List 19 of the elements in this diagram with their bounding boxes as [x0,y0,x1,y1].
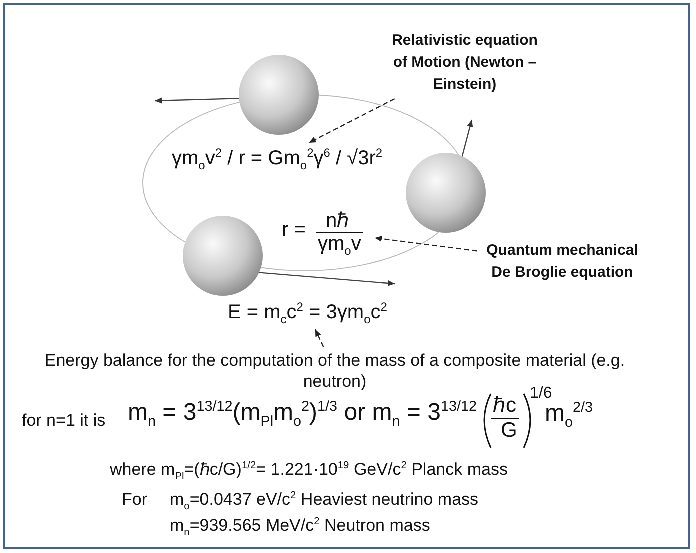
equation: γm$_{o}$v$^{2}$ / r = Gm$_{o}$$^{2}$γ$^{6}$ / √3r$^{2}$ [172,146,383,173]
annotation-text: Relativistic equation of Motion (Newton – Einstein) [385,30,545,96]
fraction-denominator: γm$_{o}$v [316,232,364,258]
exponent: 1/6 [530,385,552,403]
leader-arrow [374,236,478,252]
formula-text: for n=1 it is [22,411,106,431]
fraction-denominator: G [501,419,518,443]
formula-text: where m$_{Pl}$=(ℏc/G)$^{1/2}$= 1.221·10$^{19}$ GeV/c$^{2}$ Planck mass [110,459,508,482]
formula-text: m$_{n}$=939.565 MeV/c$^{2}$ Neutron mass [170,516,430,538]
equation-text: r = [282,219,306,242]
formula: m$_{n}$ = 3$^{13/12}$(m$_{Pl}$m$_{o}$$^{2}$)$^{1/3}$ or m$_{n}$ = 3$^{13/12}$ [128,399,477,430]
leader-arrow [308,98,396,144]
formula-text: For [122,490,148,510]
annotation-text: Quantum mechanical De Broglie equation [480,240,645,284]
equation: E = m$_{c}$c$^{2}$ = 3γm$_{o}$c$^{2}$ [228,300,388,327]
fraction-numerator: nℏ [326,209,350,233]
fraction-numerator: ℏc [491,390,518,419]
formula-text: m$_{o}$=0.0437 eV/c$^{2}$ Heaviest neutrino mass [170,490,479,512]
leader-arrow [314,329,324,348]
